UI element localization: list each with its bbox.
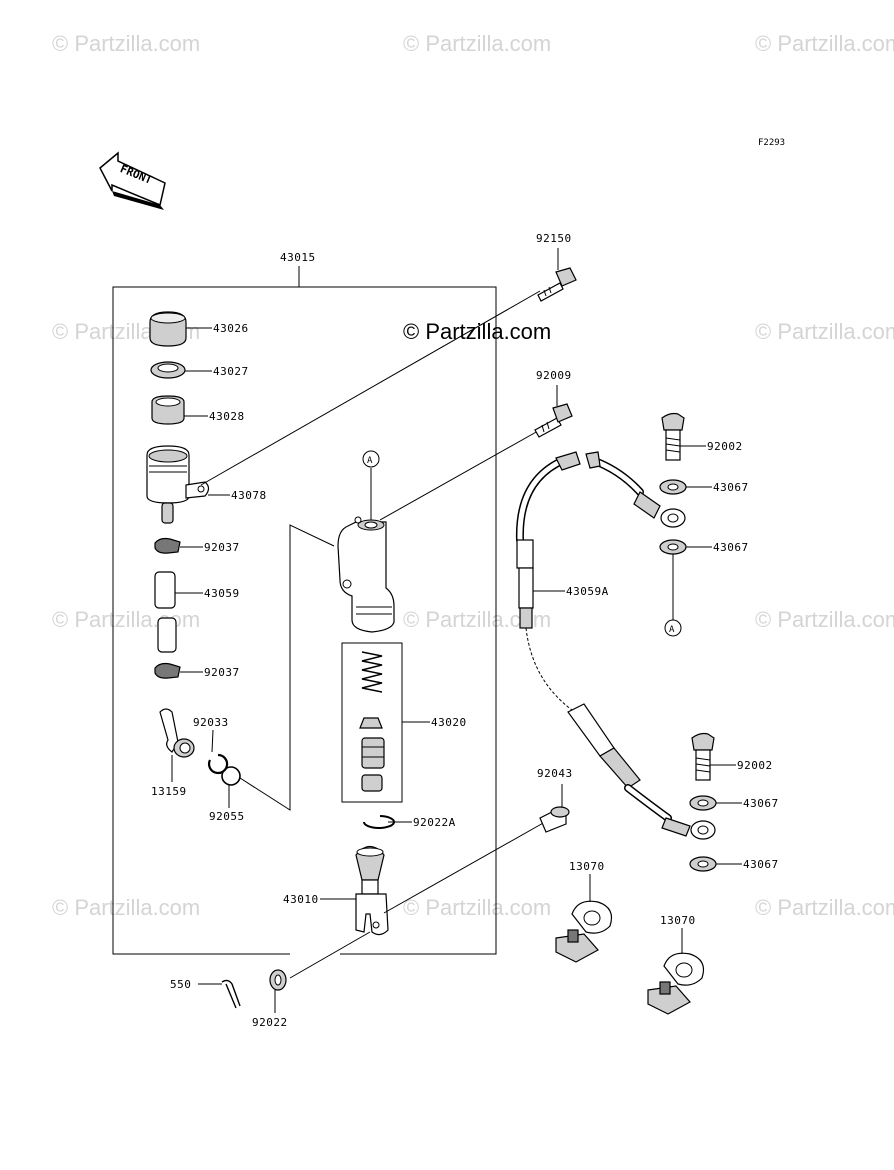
banjo-bolt-icon <box>691 732 736 781</box>
collar-icon <box>539 784 570 833</box>
bolt-icon <box>537 248 577 302</box>
watermark: © Partzilla.com <box>403 31 551 56</box>
watermark: © Partzilla.com <box>755 31 894 56</box>
part-label: 43067 <box>713 541 749 554</box>
hose-icon <box>154 571 203 653</box>
diaphragm-icon <box>151 395 208 425</box>
hose-clamp-icon <box>154 662 203 679</box>
part-label: 550 <box>170 978 191 991</box>
circlip-icon <box>207 729 229 775</box>
part-label: 92022 <box>252 1016 288 1029</box>
hose-clip-icon <box>555 874 613 963</box>
front-arrow-icon: FRONT <box>99 151 166 210</box>
watermark: © Partzilla.com <box>755 895 894 920</box>
diaphragm-plate-icon <box>150 361 212 379</box>
svg-text:A: A <box>669 625 675 635</box>
part-label: 92033 <box>193 716 229 729</box>
part-label: 92002 <box>707 440 743 453</box>
part-label: 92022A <box>413 816 456 829</box>
bolt-icon <box>534 385 573 438</box>
part-label: 43059A <box>566 585 609 598</box>
reservoir-icon <box>146 445 230 524</box>
part-label: 43020 <box>431 716 467 729</box>
assembly-box: 43015 <box>112 251 497 955</box>
figure-code: F2293 <box>758 138 785 148</box>
washer-icon <box>689 856 742 872</box>
watermark: © Partzilla.com <box>52 895 200 920</box>
watermark: © Partzilla.com <box>755 319 894 344</box>
brake-hose-icon <box>515 451 716 840</box>
reference-marker: A <box>362 450 380 468</box>
washer-icon <box>659 539 712 620</box>
hose-clip-icon <box>647 928 705 1015</box>
part-label: 43078 <box>231 489 267 502</box>
part-label: 43026 <box>213 322 249 335</box>
watermark: © Partzilla.com <box>403 895 551 920</box>
svg-text:A: A <box>367 456 373 466</box>
part-label: 43067 <box>743 797 779 810</box>
part-label: 43015 <box>280 251 316 264</box>
cotter-pin-icon <box>198 979 241 1009</box>
reservoir-cap-icon <box>149 311 212 347</box>
part-label: 92037 <box>204 666 240 679</box>
watermark: © Partzilla.com <box>52 31 200 56</box>
part-label: 92002 <box>737 759 773 772</box>
part-label: 92009 <box>536 369 572 382</box>
part-label: 43067 <box>743 858 779 871</box>
elbow-fitting-icon <box>159 708 195 782</box>
part-label: 13070 <box>569 860 605 873</box>
part-label: 13159 <box>151 785 187 798</box>
part-label: 43010 <box>283 893 319 906</box>
part-label: 92150 <box>536 232 572 245</box>
snap-ring-icon <box>363 815 412 829</box>
part-label: 43067 <box>713 481 749 494</box>
washer-icon <box>689 795 742 811</box>
washer-icon <box>659 479 712 495</box>
reference-marker: A <box>664 619 682 637</box>
part-label: 92043 <box>537 767 573 780</box>
banjo-bolt-icon <box>661 412 706 461</box>
piston-kit-icon <box>341 642 430 803</box>
watermark: © Partzilla.com <box>755 607 894 632</box>
part-label: 43027 <box>213 365 249 378</box>
hose-clamp-icon <box>154 537 203 554</box>
o-ring-icon <box>221 524 335 811</box>
watermark-main: © Partzilla.com <box>403 319 551 344</box>
watermark: © Partzilla.com <box>52 607 200 632</box>
part-label: 92055 <box>209 810 245 823</box>
part-label: 13070 <box>660 914 696 927</box>
master-cylinder-icon <box>337 430 539 633</box>
washer-icon <box>269 969 287 1013</box>
part-label: 43028 <box>209 410 245 423</box>
part-label: 43059 <box>204 587 240 600</box>
part-label: 92037 <box>204 541 240 554</box>
push-rod-icon <box>289 821 546 979</box>
